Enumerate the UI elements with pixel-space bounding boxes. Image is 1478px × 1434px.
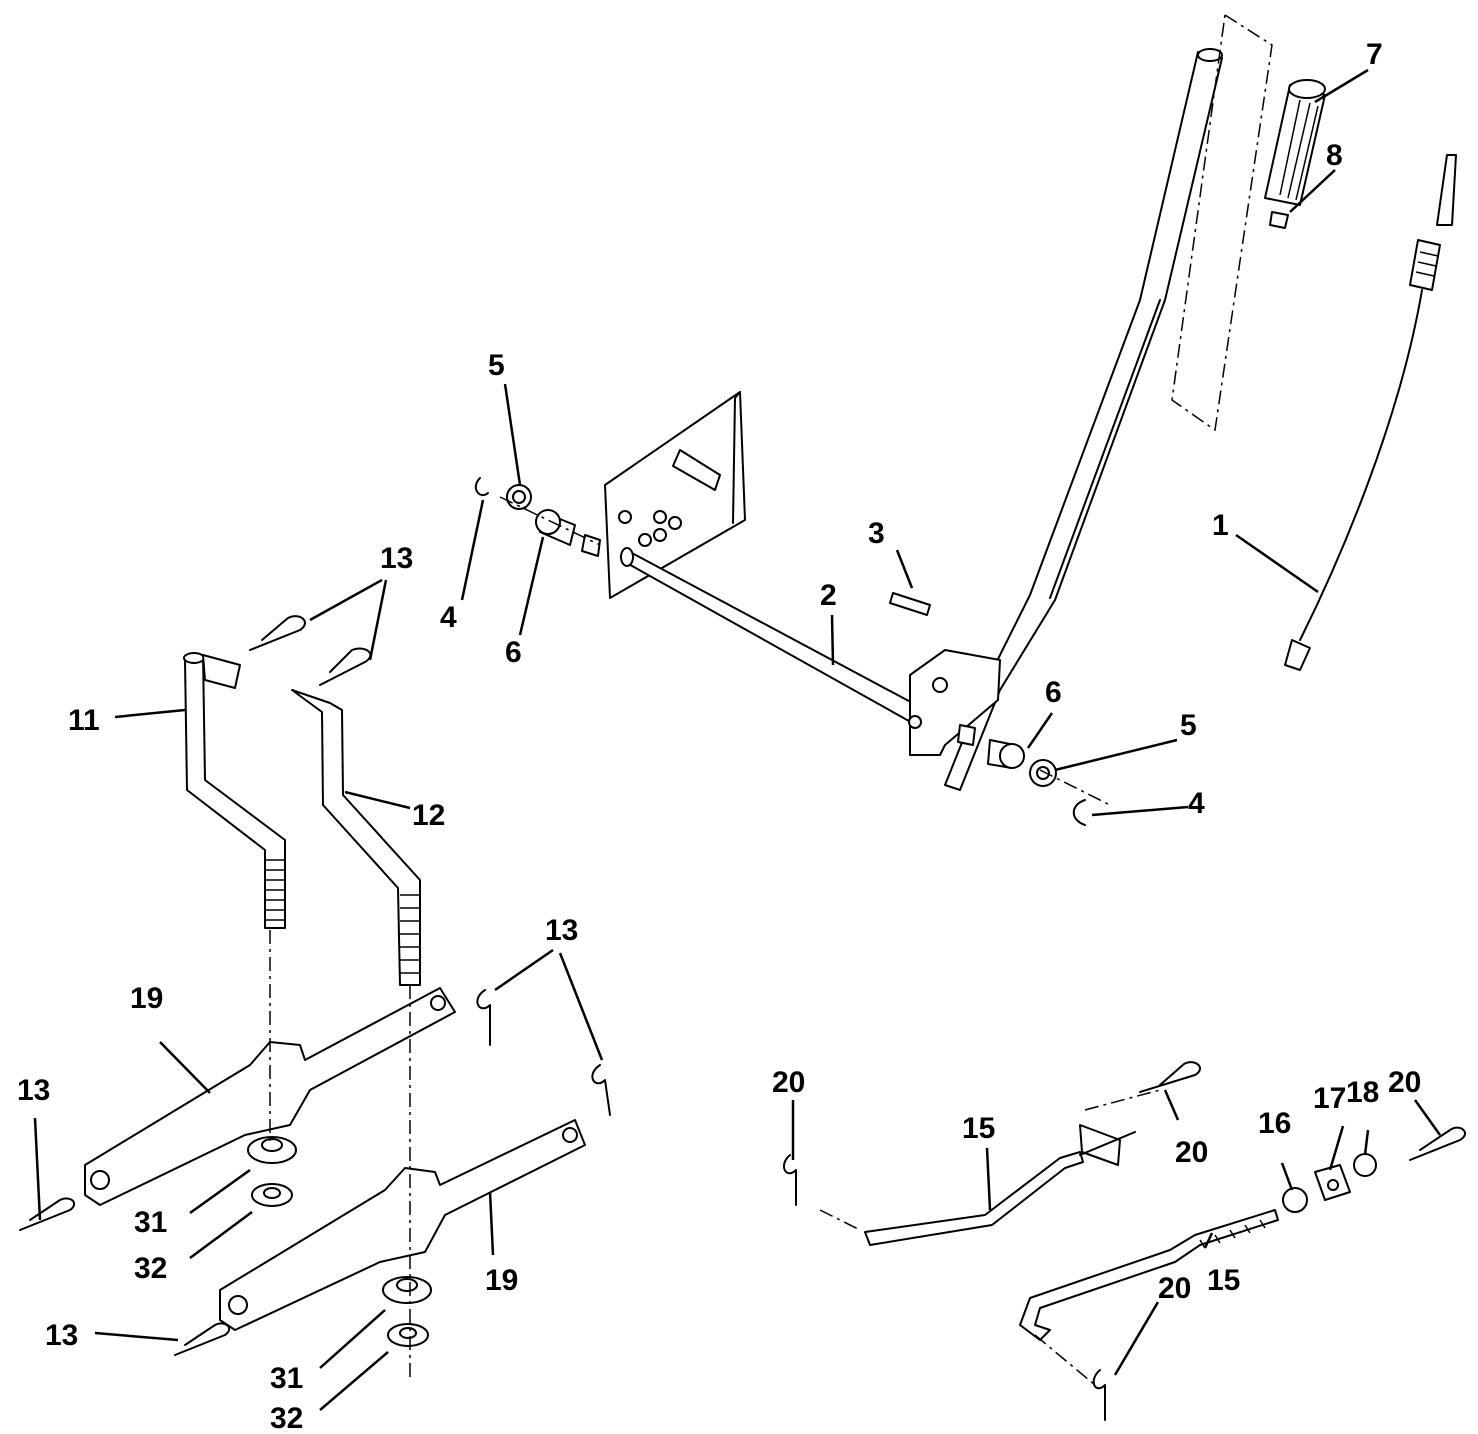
callout-4-left: 4 (440, 601, 457, 634)
control-rod-upper (864, 1124, 1136, 1246)
lift-link-11 (183, 652, 286, 929)
mounting-plate (604, 391, 746, 599)
cable (1284, 154, 1457, 671)
callout-7: 7 (1366, 38, 1383, 71)
callout-20-bottom: 20 (1158, 1272, 1191, 1305)
roll-pin (889, 592, 931, 616)
callout-19-upper: 19 (130, 982, 163, 1015)
callout-8: 8 (1326, 139, 1343, 172)
callout-31-upper: 31 (134, 1206, 167, 1239)
callout-31-lower: 31 (270, 1362, 303, 1395)
callout-1: 1 (1212, 509, 1229, 542)
callout-13-left: 13 (17, 1074, 50, 1107)
callout-11: 11 (68, 704, 100, 737)
control-rod-lower (1019, 1153, 1377, 1341)
callout-17: 17 (1313, 1082, 1346, 1115)
callout-5-right: 5 (1180, 709, 1197, 742)
shaft-bracket (908, 649, 1001, 756)
callout-5-left: 5 (488, 349, 505, 382)
callout-13-top: 13 (380, 542, 413, 575)
callout-32-lower: 32 (270, 1402, 303, 1429)
callout-4-right: 4 (1188, 787, 1205, 820)
right-bushing-stack (957, 724, 1086, 826)
callout-20-right: 20 (1388, 1066, 1421, 1099)
callout-12: 12 (412, 799, 445, 832)
callout-15-upper: 15 (962, 1112, 995, 1145)
left-bushing-stack (474, 477, 601, 557)
cross-shaft (620, 547, 936, 731)
lift-link-12 (291, 689, 421, 986)
callout-15-lower: 15 (1207, 1264, 1240, 1297)
link-arm-lower (219, 1119, 586, 1331)
centre-lines (269, 496, 1161, 1386)
callout-18: 18 (1346, 1076, 1379, 1109)
callout-6-left: 6 (505, 636, 522, 669)
handle-grip (1264, 79, 1326, 206)
callout-16: 16 (1258, 1107, 1291, 1140)
callout-32-upper: 32 (134, 1252, 167, 1285)
callout-19-lower: 19 (485, 1264, 518, 1297)
callout-3: 3 (868, 517, 885, 550)
callout-2: 2 (820, 579, 837, 612)
bushings-and-nuts (247, 1136, 432, 1347)
callout-6-right: 6 (1045, 676, 1062, 709)
callout-13-bottom: 13 (45, 1319, 78, 1352)
hairpin-clips-left (19, 615, 611, 1356)
leader-lines (33, 68, 1442, 1411)
grip-nut (1269, 211, 1289, 229)
callout-labels: 1 2 3 4 4 5 5 6 6 7 8 11 12 13 13 13 13 … (17, 38, 1421, 1434)
callout-13-mid: 13 (545, 914, 578, 947)
grip-phantom-outline (1171, 13, 1273, 432)
callout-20-left: 20 (772, 1066, 805, 1099)
callout-20-mid: 20 (1175, 1136, 1208, 1169)
hairpin-clips-right (782, 1061, 1466, 1421)
